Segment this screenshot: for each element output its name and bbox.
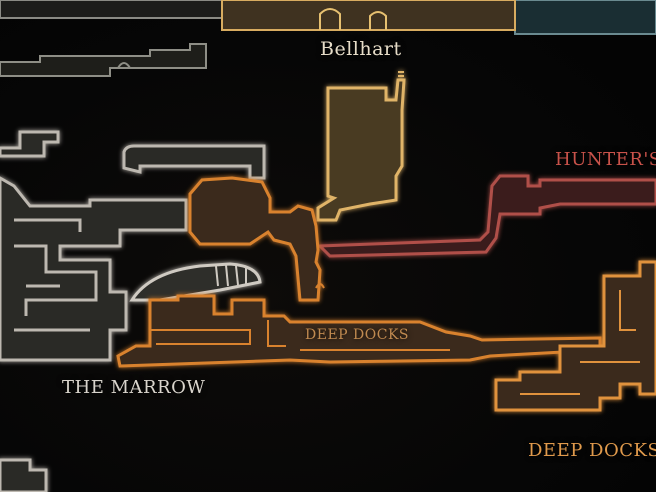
docks-east-complex: [494, 260, 656, 412]
the-marrow-label: THE MARROW: [62, 377, 206, 398]
marrow-interior-walls: [14, 218, 98, 332]
deep-docks-label-outer: DEEP DOCKS: [528, 440, 656, 461]
deep-docks-region: [116, 176, 656, 412]
hunters-march-label: HUNTER'S: [555, 149, 656, 170]
docks-upper-chamber: [188, 176, 322, 302]
marrow-bottom-left: [0, 458, 48, 492]
deep-docks-label-inner: DEEP DOCKS: [305, 327, 409, 343]
docks-main-body: [116, 294, 602, 368]
upper-left-arch: [117, 62, 131, 69]
teal-region: [514, 0, 656, 35]
marrow-small-room: [0, 130, 60, 158]
docks-small-arch: [315, 283, 325, 289]
hunters-corridor: [316, 174, 656, 258]
top-region-strip: [0, 0, 656, 35]
bellhart-tower: [316, 78, 406, 222]
marrow-region: [0, 130, 266, 492]
hunters-region: [316, 174, 656, 258]
marrow-upper-tube: [122, 144, 266, 180]
bellhart-region: [316, 71, 406, 222]
bellhart-label: Bellhart: [320, 38, 402, 60]
marrow-dome: [129, 262, 262, 302]
docks-interior-walls: [150, 320, 450, 351]
marrow-main-body: [0, 176, 188, 362]
top-left-corridor: [0, 0, 231, 19]
upper-left-corridor: [0, 43, 207, 77]
marrow-dome-ribs: [215, 264, 247, 287]
bellhart-surface: [221, 0, 516, 31]
docks-east-inner-walls: [520, 290, 640, 395]
bellhart-arches: [319, 8, 387, 30]
bellhart-tower-marks: [398, 71, 404, 77]
